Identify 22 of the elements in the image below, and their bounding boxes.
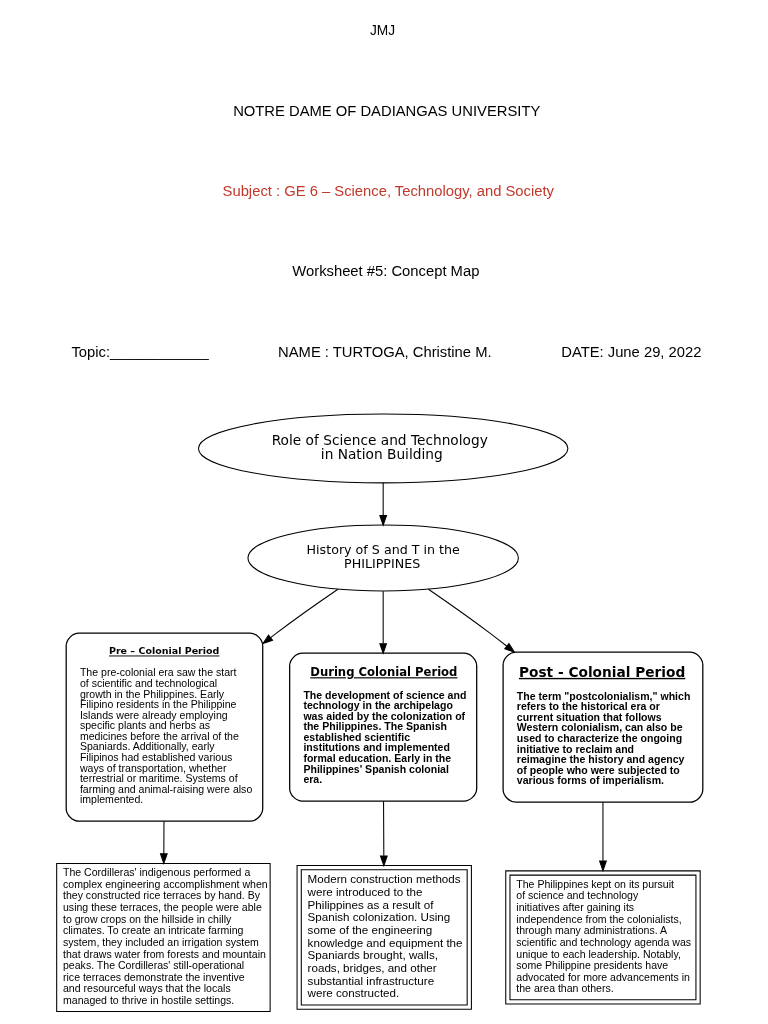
- label: Worksheet #5: Concept Map: [291, 263, 479, 280]
- arrow: [379, 800, 388, 868]
- label: Subject : GE 6 – Science, Technology, and Society: [222, 183, 554, 200]
- node-box: The Cordilleras' indigenous performed a complex engineering accomplishment when they constructed rice terraces by hand. By using these terraces, the people were able to grow crops on the hillside in chilly climates. To create an intricate farming system, they included an irrigation system that draws water from forests and mountain peaks. The Cordilleras' still-operational rice terraces demonstrate the inventive and resourceful ways that the locals managed to thrive in hostile settings.: [55, 862, 271, 1012]
- node-ellipse: Role of Science and Technology in Nation Building: [197, 413, 568, 484]
- label: NAME : TURTOGA, Christine M.: [277, 343, 492, 360]
- label: Topic:____________: [70, 343, 209, 360]
- arrow: [261, 588, 338, 645]
- arrow: [378, 590, 387, 655]
- label: NOTRE DAME OF DADIANGAS UNIVERSITY: [232, 102, 540, 119]
- node-ellipse: History of S and T in the PHILIPPINES: [246, 524, 519, 592]
- node-box: During Colonial Period The development of science and technology in the archipelago was aided by the colonization of the Philippines. The Spanish established scientific institutions and implemented formal education. Early in the Philippines' Spanish colonial era.: [288, 652, 477, 802]
- label: JMJ: [369, 23, 395, 39]
- arrow: [378, 482, 387, 527]
- node-box: Post - Colonial Period The term "postcolonialism," which refers to the historical era or current situation that follows Western colonialism, can also be used to characterize the ongoing initiative to reclaim and reimagine the history and agency of people who were subjected to various forms of imperialism.: [501, 651, 703, 803]
- node-box: Pre – Colonial Period The pre-colonial era saw the start of scientific and technological growth in the Philippines. Early Filipino residents in the Philippine Islands were already employing specific plants and herbs as medicines before the arrival of the Spaniards. Additionally, early Filipinos had established various ways of transportation, whether terrestrial or maritime. Systems of farming and animal-raising were also implemented.: [65, 632, 263, 822]
- arrow: [159, 820, 168, 865]
- arrow: [598, 801, 607, 873]
- node-box: The Philippines kept on its pursuit of science and technology initiatives after gaining its independence from the colonialists, through many administrations. A scientific and technology agenda was unique to each leadership. Notably, some Philippine presidents have advocated for more advancements in the area than others.: [504, 870, 701, 1005]
- node-box: Modern construction methods were introduced to the Philippines as a result of Spanish colonization. Using some of the engineering knowledge and equipment the Spaniards brought, walls, roads, bridges, and other substantial infrastructure were constructed.: [296, 865, 472, 1010]
- label: DATE: June 29, 2022: [560, 343, 701, 360]
- arrow: [427, 588, 516, 654]
